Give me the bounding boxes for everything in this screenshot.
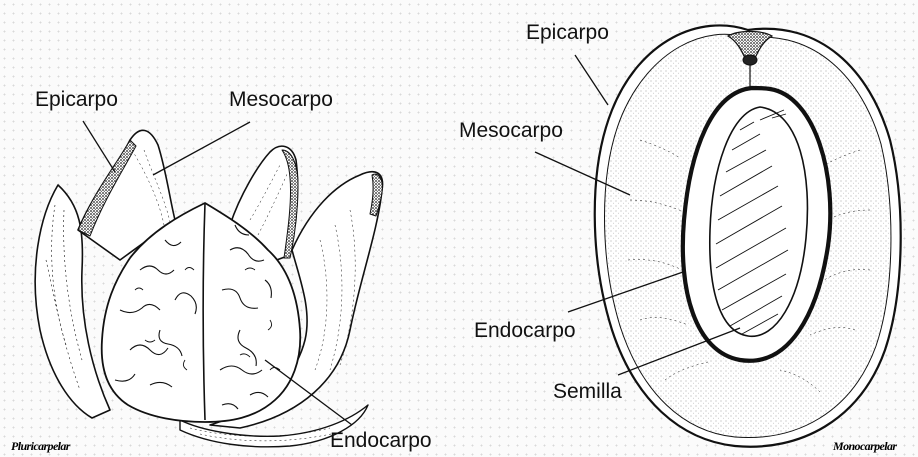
caption-monocarpelar: Monocarpelar <box>833 440 896 452</box>
label-mesocarpo-right: Mesocarpo <box>459 120 563 141</box>
label-endocarpo-right: Endocarpo <box>474 320 576 341</box>
label-epicarpo-left: Epicarpo <box>35 89 118 110</box>
caption-pluricarpelar: Pluricarpelar <box>11 440 70 452</box>
label-mesocarpo-left: Mesocarpo <box>229 89 333 110</box>
pluricarpelar-fruit <box>35 121 382 447</box>
label-semilla-right: Semilla <box>553 381 622 402</box>
leader-epicarpo-left <box>83 121 115 172</box>
label-endocarpo-left: Endocarpo <box>330 430 432 451</box>
leader-epicarpo-right <box>575 55 608 105</box>
leader-mesocarpo-left <box>153 122 250 175</box>
label-epicarpo-right: Epicarpo <box>526 22 609 43</box>
